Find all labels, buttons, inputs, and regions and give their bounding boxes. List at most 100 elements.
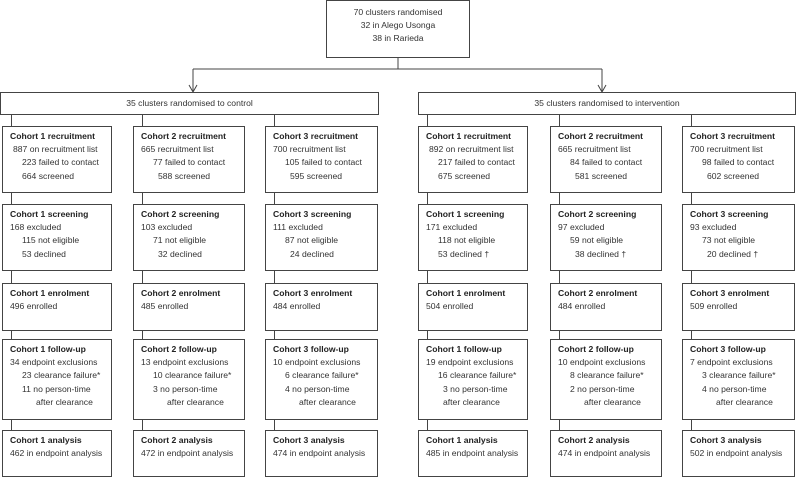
connector-line bbox=[142, 193, 143, 204]
connector-line bbox=[274, 331, 275, 339]
randomisation-alego: 32 in Alego Usonga bbox=[360, 20, 436, 31]
stage-count: 98 failed to contact bbox=[702, 157, 775, 168]
stage-count: 53 declined † bbox=[438, 248, 490, 259]
connector-line bbox=[11, 420, 12, 430]
stage-count: 84 failed to contact bbox=[570, 157, 643, 168]
stage-title: Cohort 1 screening bbox=[10, 209, 89, 219]
connector-line bbox=[142, 420, 143, 430]
connector-line bbox=[142, 271, 143, 283]
stage-title: Cohort 3 enrolment bbox=[690, 288, 770, 298]
connector-line bbox=[427, 271, 428, 283]
connector-line bbox=[142, 115, 143, 126]
stage-count: 171 excluded bbox=[426, 222, 478, 233]
stage-count: 588 screened bbox=[158, 170, 211, 181]
stage-count: 581 screened bbox=[575, 170, 628, 181]
stage-count: 103 excluded bbox=[141, 222, 193, 233]
stage-count: 509 enrolled bbox=[690, 301, 738, 312]
stage-title: Cohort 2 analysis bbox=[558, 435, 630, 445]
stage-count: 77 failed to contact bbox=[153, 157, 226, 168]
stage-count: 485 in endpoint analysis bbox=[426, 448, 519, 459]
connector-line bbox=[691, 193, 692, 204]
connector-line bbox=[274, 115, 275, 126]
stage-count: 3 no person-time bbox=[443, 383, 508, 394]
control-cohort-2-analysis-box: Cohort 2 analysis 472 in endpoint analysi… bbox=[133, 430, 245, 477]
connector-line bbox=[11, 331, 12, 339]
control-cohort-3-screening-box: Cohort 3 screening 111 excluded 87 not eli… bbox=[265, 204, 378, 271]
stage-count: 87 not eligible bbox=[285, 235, 339, 246]
stage-count: 34 endpoint exclusions bbox=[10, 357, 98, 368]
stage-count: 24 declined bbox=[290, 248, 334, 259]
connector-line bbox=[11, 271, 12, 283]
connector-line bbox=[559, 115, 560, 126]
connector-line bbox=[142, 331, 143, 339]
stage-count: 71 not eligible bbox=[153, 235, 207, 246]
stage-count: 10 endpoint exclusions bbox=[273, 357, 361, 368]
stage-count: 502 in endpoint analysis bbox=[690, 448, 783, 459]
connector-line bbox=[427, 331, 428, 339]
stage-count: 93 excluded bbox=[690, 222, 737, 233]
stage-count: 10 clearance failure* bbox=[153, 370, 232, 381]
connector-line bbox=[11, 193, 12, 204]
randomisation-rarieda: 38 in Rarieda bbox=[372, 33, 424, 44]
stage-count: 504 enrolled bbox=[426, 301, 474, 312]
stage-count: 11 no person-time bbox=[22, 383, 91, 394]
intervention-arm-box: 35 clusters randomised to intervention bbox=[418, 92, 796, 115]
connector-line bbox=[427, 420, 428, 430]
stage-count: 472 in endpoint analysis bbox=[141, 448, 234, 459]
stage-title: Cohort 1 recruitment bbox=[10, 131, 95, 141]
stage-title: Cohort 3 enrolment bbox=[273, 288, 353, 298]
connector-line bbox=[559, 193, 560, 204]
stage-count: after clearance bbox=[167, 396, 224, 407]
intervention-cohort-2-analysis-box: Cohort 2 analysis 474 in endpoint analysi… bbox=[550, 430, 662, 477]
stage-count: 474 in endpoint analysis bbox=[273, 448, 366, 459]
randomisation-box: 70 clusters randomised 32 in Alego Usong… bbox=[326, 0, 470, 58]
stage-count: after clearance bbox=[584, 396, 641, 407]
stage-count: 485 enrolled bbox=[141, 301, 189, 312]
stage-count: 32 declined bbox=[158, 248, 202, 259]
control-cohort-2-screening-box: Cohort 2 screening 103 excluded 71 not eli… bbox=[133, 204, 245, 271]
stage-title: Cohort 3 screening bbox=[273, 209, 352, 219]
stage-count: 665 recruitment list bbox=[141, 144, 214, 155]
stage-title: Cohort 3 follow-up bbox=[690, 344, 766, 354]
stage-count: 168 excluded bbox=[10, 222, 62, 233]
connector-line bbox=[274, 420, 275, 430]
connector-line bbox=[274, 193, 275, 204]
stage-count: after clearance bbox=[299, 396, 356, 407]
stage-title: Cohort 1 enrolment bbox=[10, 288, 90, 298]
stage-count: 462 in endpoint analysis bbox=[10, 448, 103, 459]
stage-count: 111 excluded bbox=[273, 222, 323, 233]
stage-count: 223 failed to contact bbox=[22, 157, 99, 168]
stage-title: Cohort 1 follow-up bbox=[10, 344, 86, 354]
stage-count: 23 clearance failure* bbox=[22, 370, 101, 381]
stage-count: 20 declined † bbox=[707, 248, 759, 259]
stage-count: 474 in endpoint analysis bbox=[558, 448, 651, 459]
stage-title: Cohort 2 follow-up bbox=[558, 344, 634, 354]
stage-count: 7 endpoint exclusions bbox=[690, 357, 773, 368]
stage-count: 8 clearance failure* bbox=[570, 370, 644, 381]
stage-title: Cohort 2 analysis bbox=[141, 435, 213, 445]
stage-count: 892 on recruitment list bbox=[429, 144, 514, 155]
stage-count: 665 recruitment list bbox=[558, 144, 631, 155]
stage-title: Cohort 2 screening bbox=[141, 209, 220, 219]
stage-count: 4 no person-time bbox=[285, 383, 350, 394]
connector-line bbox=[691, 271, 692, 283]
